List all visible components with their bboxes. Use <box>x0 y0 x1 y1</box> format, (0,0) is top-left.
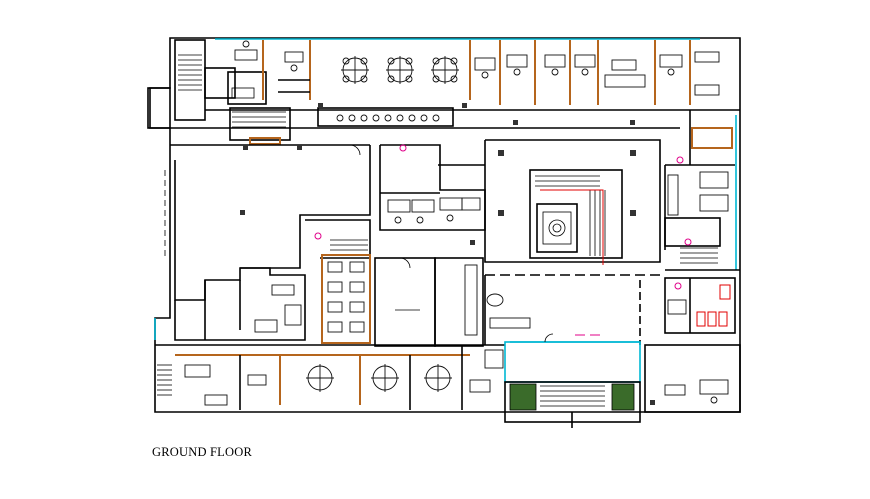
central-atrium <box>484 139 661 276</box>
desk-chair-icon <box>234 40 720 122</box>
south-entrance <box>504 341 641 428</box>
southeast-offices <box>644 344 741 413</box>
planter-icon <box>611 383 635 411</box>
middle-rooms <box>305 144 486 259</box>
workstation-cluster-icon <box>341 56 459 84</box>
north-office-strip <box>170 40 740 129</box>
door-swing-icon <box>314 144 692 343</box>
southeast-service-core <box>664 277 736 334</box>
central-office-cluster <box>321 254 484 347</box>
west-open-hall <box>164 144 371 301</box>
drawing-title: GROUND FLOOR <box>152 445 252 459</box>
reception-lobby <box>484 275 641 345</box>
southwest-office-block <box>174 267 306 341</box>
northwest-stair-core <box>174 39 291 145</box>
column-icon <box>243 103 655 405</box>
south-office-row <box>155 344 505 410</box>
east-office-block <box>664 110 740 271</box>
planter-icon <box>509 383 537 411</box>
